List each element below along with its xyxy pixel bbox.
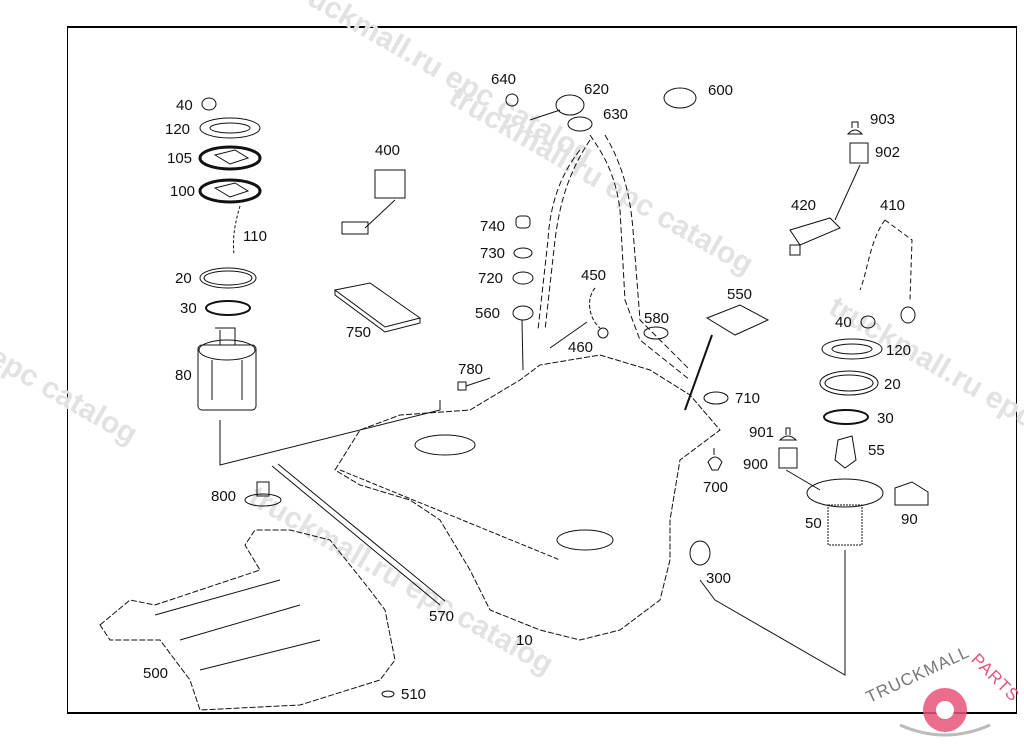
fuel-pump-50[interactable]: [699, 478, 884, 676]
callout-10[interactable]: 10: [516, 632, 533, 649]
bracket-90[interactable]: [894, 481, 929, 506]
washer-720[interactable]: [512, 271, 534, 285]
callout-450[interactable]: 450: [581, 267, 607, 284]
diagram-frame: [67, 26, 1017, 714]
callout-900[interactable]: 900: [743, 456, 769, 473]
filler-cap-620[interactable]: [555, 94, 585, 116]
callout-20-left[interactable]: 20: [175, 270, 192, 287]
callout-100[interactable]: 100: [170, 183, 196, 200]
o-ring-30-left[interactable]: [205, 300, 251, 316]
truckmall-logo-icon: [899, 688, 991, 737]
callout-780[interactable]: 780: [458, 361, 484, 378]
seal-630[interactable]: [567, 116, 593, 132]
ring-nut-120-left[interactable]: [199, 117, 261, 139]
callout-500[interactable]: 500: [143, 665, 169, 682]
grommet-710[interactable]: [703, 391, 729, 405]
cover-105[interactable]: [198, 145, 262, 171]
callout-110[interactable]: 110: [243, 228, 267, 245]
heat-shield-500[interactable]: [99, 529, 396, 711]
callout-640[interactable]: 640: [491, 71, 517, 88]
strap-570[interactable]: [271, 463, 446, 606]
callout-460[interactable]: 460: [568, 339, 594, 356]
callout-40-left[interactable]: 40: [176, 97, 193, 114]
o-ring-30-right[interactable]: [823, 409, 869, 425]
callout-105[interactable]: 105: [167, 150, 193, 167]
callout-420[interactable]: 420: [791, 197, 817, 214]
clamp-600[interactable]: [663, 87, 697, 109]
mount-560[interactable]: [512, 305, 534, 371]
callout-720[interactable]: 720: [478, 270, 504, 287]
connector-902[interactable]: [834, 142, 869, 221]
seal-ring-20-left[interactable]: [199, 267, 257, 289]
bushing-740[interactable]: [515, 215, 531, 229]
ring-nut-120-right[interactable]: [821, 338, 883, 360]
callout-80[interactable]: 80: [175, 367, 192, 384]
callout-800[interactable]: 800: [211, 488, 237, 505]
callout-620[interactable]: 620: [584, 81, 610, 98]
clamp-460[interactable]: [549, 321, 609, 349]
callout-560[interactable]: 560: [475, 305, 501, 322]
pad-550[interactable]: [684, 304, 770, 411]
callout-510[interactable]: 510: [401, 686, 427, 703]
callout-710[interactable]: 710: [735, 390, 761, 407]
callout-120-left[interactable]: 120: [165, 121, 191, 138]
filler-neck[interactable]: [537, 134, 691, 381]
callout-20-right[interactable]: 20: [884, 376, 901, 393]
callout-580[interactable]: 580: [644, 310, 670, 327]
hose-110[interactable]: [233, 205, 241, 256]
callout-740[interactable]: 740: [480, 218, 506, 235]
callout-902[interactable]: 902: [875, 144, 901, 161]
callout-30-right[interactable]: 30: [877, 410, 894, 427]
bolt-780[interactable]: [457, 377, 491, 391]
nut-510[interactable]: [381, 690, 395, 698]
callout-300[interactable]: 300: [706, 570, 732, 587]
plug-300[interactable]: [689, 540, 711, 566]
clip-700[interactable]: [707, 448, 723, 471]
hose-450[interactable]: [589, 287, 601, 329]
callout-120-right[interactable]: 120: [886, 342, 912, 359]
seal-ring-20-right[interactable]: [819, 370, 879, 396]
callout-30-left[interactable]: 30: [180, 300, 197, 317]
callout-50[interactable]: 50: [805, 515, 822, 532]
sensor-wire-410[interactable]: [859, 219, 916, 324]
callout-901[interactable]: 901: [749, 424, 775, 441]
callout-570[interactable]: 570: [429, 608, 455, 625]
cap-640[interactable]: [505, 93, 561, 121]
pressure-sensor-420[interactable]: [789, 217, 841, 256]
grommet-580[interactable]: [643, 326, 669, 340]
washer-730[interactable]: [513, 247, 533, 259]
fuel-level-sender-400[interactable]: [341, 169, 406, 235]
callout-903[interactable]: 903: [870, 111, 896, 128]
fuel-tank-10[interactable]: [334, 354, 721, 641]
callout-550[interactable]: 550: [727, 286, 753, 303]
callout-90[interactable]: 90: [901, 511, 918, 528]
callout-700[interactable]: 700: [703, 479, 729, 496]
callout-55[interactable]: 55: [868, 442, 885, 459]
callout-750[interactable]: 750: [346, 324, 372, 341]
bushing-800[interactable]: [244, 481, 282, 507]
callout-730[interactable]: 730: [480, 245, 506, 262]
cap-901[interactable]: [778, 427, 798, 441]
connector-900[interactable]: [778, 447, 821, 491]
callout-630[interactable]: 630: [603, 106, 629, 123]
callout-40-right[interactable]: 40: [835, 314, 852, 331]
pad-750[interactable]: [333, 282, 422, 333]
filter-55[interactable]: [834, 435, 857, 469]
seal-ring-40-left[interactable]: [201, 97, 217, 111]
callout-410[interactable]: 410: [880, 197, 906, 214]
fuel-pump-80[interactable]: [197, 327, 441, 466]
callout-600[interactable]: 600: [708, 82, 734, 99]
cover-100[interactable]: [198, 178, 262, 204]
callout-400[interactable]: 400: [375, 142, 401, 159]
cap-903[interactable]: [846, 121, 864, 135]
seal-ring-40-right[interactable]: [860, 315, 876, 329]
